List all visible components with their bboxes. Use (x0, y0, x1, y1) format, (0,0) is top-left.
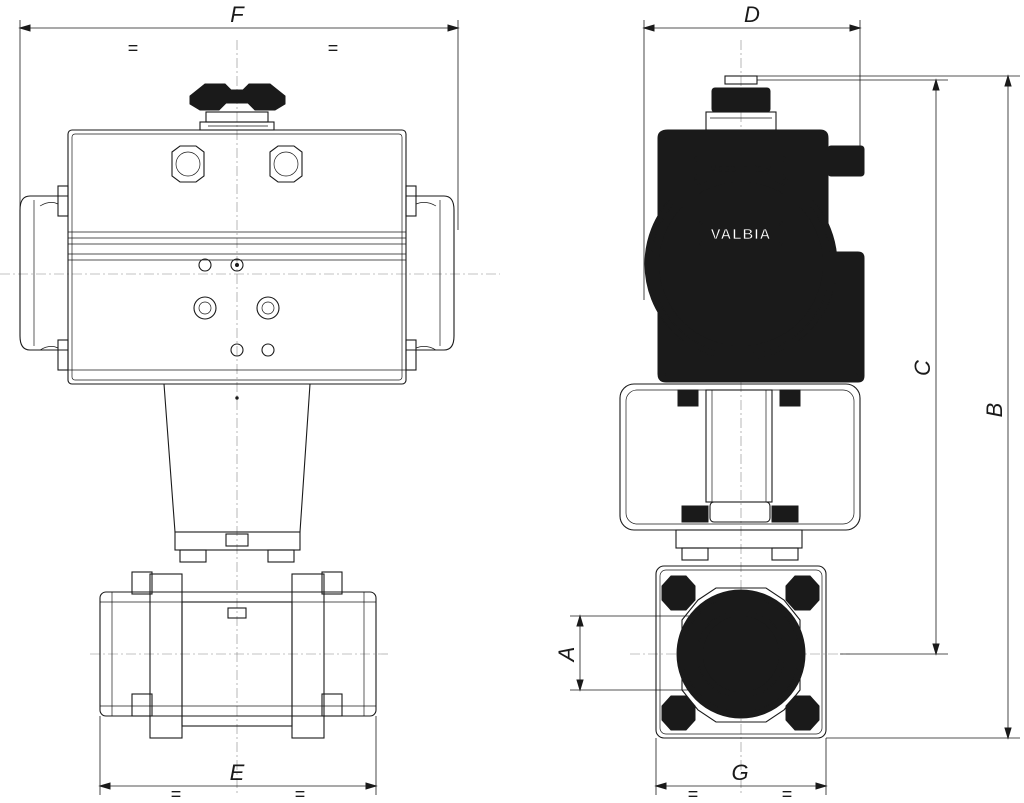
valve-flange-side (655, 565, 827, 739)
mounting-bracket (163, 383, 311, 563)
dimension-lines (18, 20, 1020, 795)
bracket-frame (619, 383, 861, 561)
equal-mark-f-right: = (328, 38, 339, 58)
dimension-b-label: B (982, 403, 1007, 418)
dimension-d-label: D (744, 2, 760, 27)
top-indicator (189, 83, 286, 131)
equal-mark-g-right: = (782, 784, 793, 803)
dimension-g-label: G (731, 760, 748, 785)
actuator-body (19, 129, 455, 385)
front-view (0, 40, 500, 795)
valve-body-front (99, 571, 377, 739)
equal-mark-g-left: = (688, 784, 699, 803)
side-view: Made in Italy VALBIA (619, 40, 865, 795)
origin-label: Made in Italy (709, 163, 772, 175)
equal-mark-e-left: = (171, 784, 182, 803)
actuator-side-housing: Made in Italy VALBIA (644, 129, 865, 383)
brand-logo: VALBIA (711, 226, 772, 243)
dimension-f-label: F (230, 2, 245, 27)
equal-mark-f-left: = (128, 38, 139, 58)
equal-mark-e-right: = (295, 784, 306, 803)
dimension-e-label: E (230, 760, 245, 785)
dimension-c-label: C (910, 360, 935, 376)
dimension-a-label: A (554, 647, 579, 664)
